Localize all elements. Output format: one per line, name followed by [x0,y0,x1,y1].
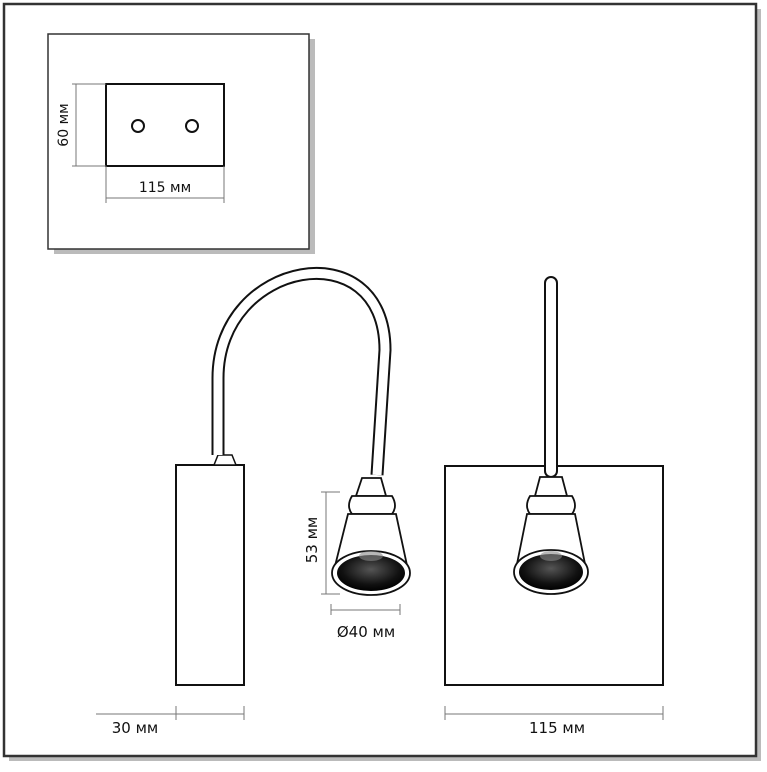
dim-head-diameter [330,604,401,615]
head-height-label: 53 мм [303,517,321,564]
dim-front-width [444,706,664,720]
depth-label: 30 мм [112,719,159,737]
screw-hole-right [185,119,199,133]
mount-plate [105,83,225,167]
side-lamp-head [331,477,411,596]
front-rod [544,276,558,478]
dim-mount-width [105,166,225,203]
flex-arm-inner [213,268,390,476]
side-base [175,464,245,686]
screw-hole-left [131,119,145,133]
mount-height-label: 60 мм [56,103,72,146]
dim-mount-height [72,83,106,167]
front-lamp-head [513,476,589,595]
dim-head-height [321,491,340,595]
mount-plate-inset: 60 мм 115 мм [47,33,315,254]
head-diameter-label: Ø40 мм [337,623,395,641]
front-width-label: 115 мм [529,719,585,737]
dim-depth [96,706,245,720]
side-collar [212,454,238,466]
side-view: 53 мм Ø40 мм 30 мм [96,266,411,737]
front-view: 115 мм [444,276,664,737]
mount-width-label: 115 мм [139,180,191,196]
